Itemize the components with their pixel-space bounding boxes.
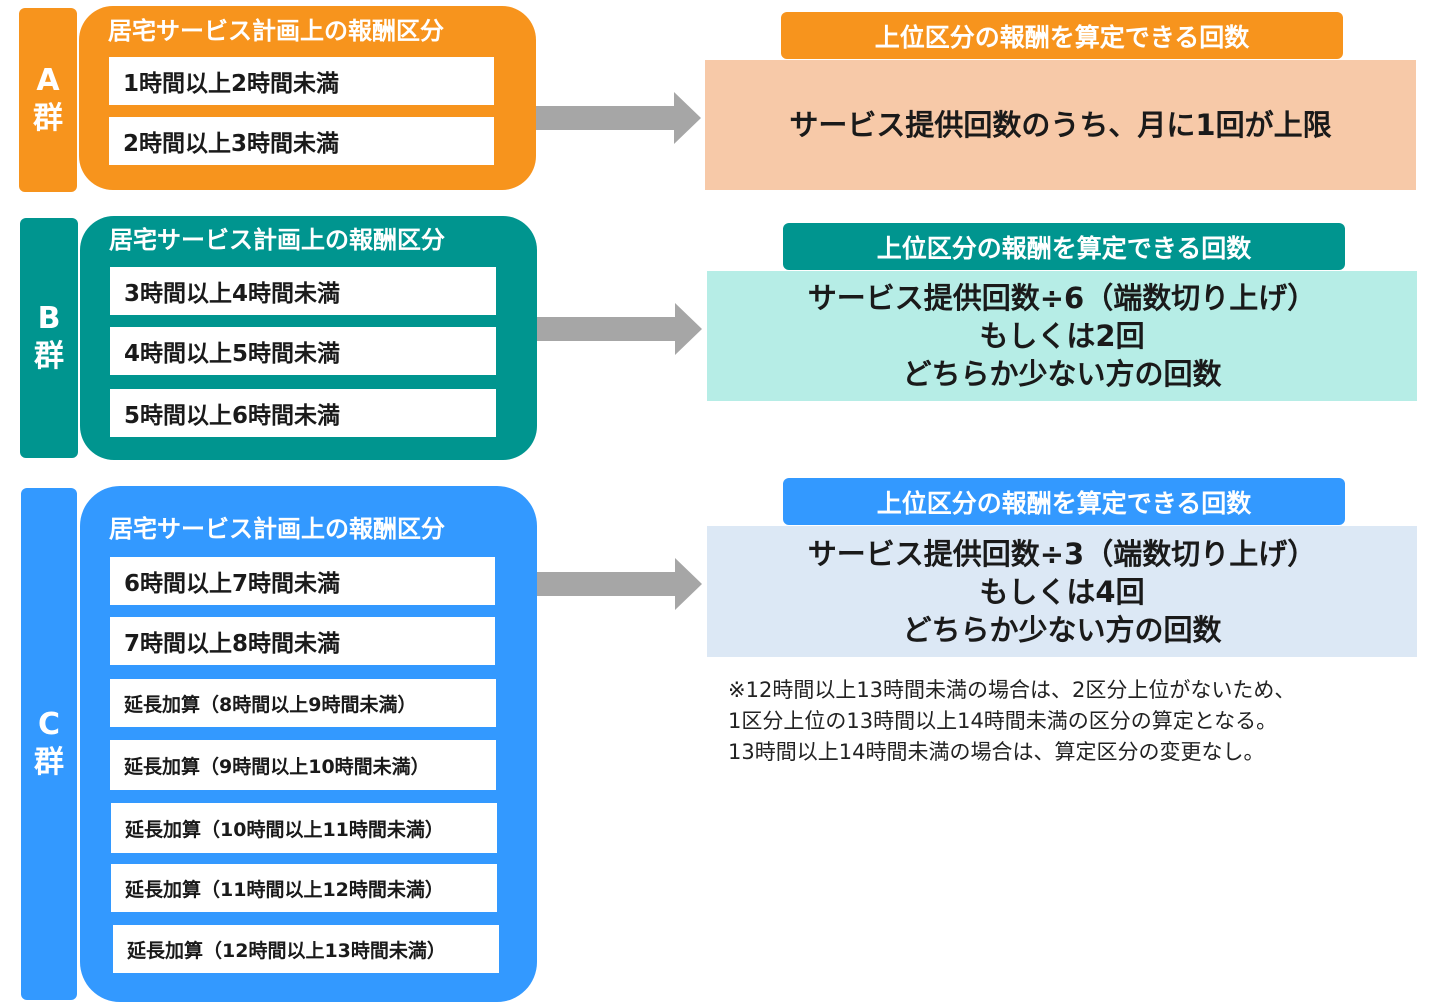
group-c-arrow-icon — [537, 558, 702, 610]
group-a-result-line-1: サービス提供回数のうち、月に1回が上限 — [789, 108, 1332, 142]
group-c-panel-title: 居宅サービス計画上の報酬区分 — [109, 515, 445, 543]
group-b-item-2: 4時間以上5時間未満 — [110, 327, 496, 375]
group-a-item-1: 1時間以上2時間未満 — [109, 57, 494, 105]
group-a-kanji: 群 — [33, 101, 63, 136]
group-b-kanji: 群 — [34, 339, 64, 374]
group-c-result-header: 上位区分の報酬を算定できる回数 — [783, 478, 1345, 525]
group-c-item-3: 延長加算（8時間以上9時間未満） — [110, 679, 496, 727]
group-b-result-line-1: サービス提供回数÷6（端数切り上げ） — [807, 281, 1317, 315]
group-a-letter: A — [36, 63, 60, 98]
group-a-panel-title: 居宅サービス計画上の報酬区分 — [108, 17, 444, 45]
group-b-result-box: サービス提供回数÷6（端数切り上げ） もしくは2回 どちらか少ない方の回数 — [707, 271, 1417, 401]
group-c-result-line-3: どちらか少ない方の回数 — [902, 612, 1222, 647]
group-b-item-3: 5時間以上6時間未満 — [110, 389, 496, 437]
footnote-line-1: ※12時間以上13時間未満の場合は、2区分上位がないため、 — [728, 678, 1296, 702]
group-c-item-4: 延長加算（9時間以上10時間未満） — [110, 740, 496, 790]
group-c-item-7: 延長加算（12時間以上13時間未満） — [113, 925, 499, 973]
group-b-result-line-3: どちらか少ない方の回数 — [902, 357, 1222, 391]
footnote-line-2: 1区分上位の13時間以上14時間未満の区分の算定となる。 — [728, 709, 1278, 733]
group-c-result-line-2: もしくは4回 — [979, 574, 1145, 609]
footnote-line-3: 13時間以上14時間未満の場合は、算定区分の変更なし。 — [728, 740, 1265, 764]
group-b-result-header: 上位区分の報酬を算定できる回数 — [783, 223, 1345, 270]
group-c-tag: C 群 — [21, 488, 77, 1000]
group-b-tag: B 群 — [20, 218, 78, 458]
group-c-result-line-1: サービス提供回数÷3（端数切り上げ） — [807, 536, 1317, 571]
group-a-result-header: 上位区分の報酬を算定できる回数 — [781, 12, 1343, 59]
group-b-letter: B — [37, 301, 61, 336]
group-b-item-1: 3時間以上4時間未満 — [110, 267, 496, 315]
group-c-result-box: サービス提供回数÷3（端数切り上げ） もしくは4回 どちらか少ない方の回数 — [707, 526, 1417, 657]
group-c-item-1: 6時間以上7時間未満 — [110, 557, 495, 605]
group-a-item-2: 2時間以上3時間未満 — [109, 117, 494, 165]
group-c-letter: C — [37, 707, 61, 742]
group-c-item-2: 7時間以上8時間未満 — [110, 617, 495, 665]
group-a-result-box: サービス提供回数のうち、月に1回が上限 — [705, 60, 1416, 190]
group-a-tag: A 群 — [19, 8, 77, 192]
group-b-arrow-icon — [537, 303, 702, 355]
group-b-result-line-2: もしくは2回 — [979, 319, 1145, 353]
footnote: ※12時間以上13時間未満の場合は、2区分上位がないため、 1区分上位の13時間… — [728, 675, 1295, 768]
group-b-panel-title: 居宅サービス計画上の報酬区分 — [109, 226, 445, 254]
group-c-item-5: 延長加算（10時間以上11時間未満） — [111, 803, 497, 853]
group-c-kanji: 群 — [34, 745, 64, 780]
group-a-arrow-icon — [536, 92, 701, 144]
group-c-item-6: 延長加算（11時間以上12時間未満） — [111, 864, 497, 912]
